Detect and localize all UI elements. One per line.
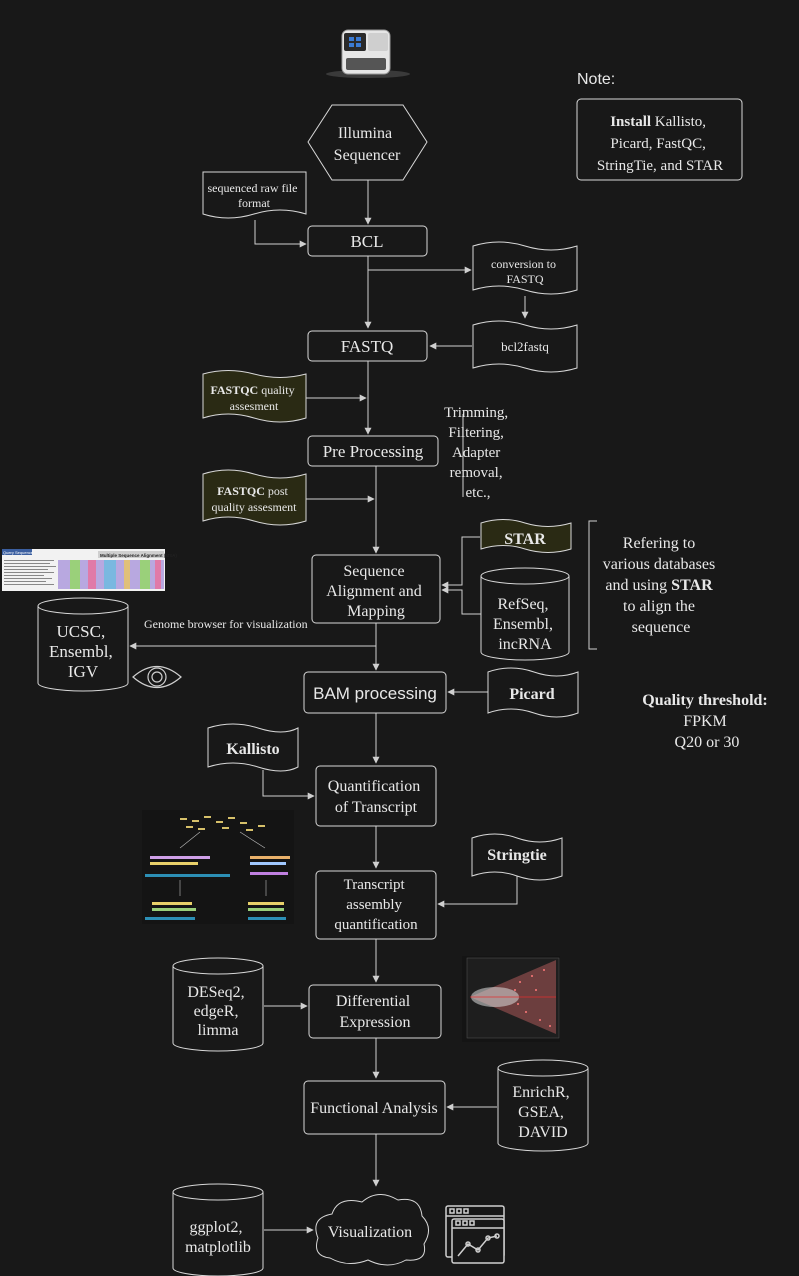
svg-text:Transcript assembly: Transcript assembly quantification <box>334 877 418 933</box>
svg-text:Sequence Alignment and: Sequence Alignment and Mapping <box>326 563 426 620</box>
svg-text:FASTQC quality assesment: FASTQC quality assesment <box>210 383 297 413</box>
svg-text:BAM processing: BAM processing <box>313 684 437 703</box>
svg-text:BCL: BCL <box>350 232 383 251</box>
conversion-node: conversion to FASTQ <box>472 241 578 295</box>
fastqc-quality-node: FASTQC quality assesment <box>202 370 307 423</box>
kallisto-node: Kallisto <box>207 723 299 772</box>
note-text: Install Kallisto, Picard, FastQC, String… <box>597 114 723 174</box>
differential-expression-node: Differential Expression <box>308 984 442 1039</box>
svg-text:STAR: STAR <box>504 531 546 548</box>
msa-thumbnail-image: Query Sequence Multiple Sequence Alignme… <box>2 549 177 591</box>
illumina-sequencer-node: Illumina Sequencer <box>307 104 428 181</box>
svg-text:FASTQ: FASTQ <box>341 337 394 356</box>
quality-threshold-annotation: Quality threshold: FPKM Q20 or 30 <box>642 692 772 751</box>
preprocessing-node: Pre Processing <box>307 435 439 467</box>
bam-processing-node: BAM processing <box>303 671 447 714</box>
svg-text:sequenced raw file forma: sequenced raw file format <box>208 181 301 210</box>
functional-analysis-node: Functional Analysis <box>303 1080 446 1135</box>
svg-text:UCSC, Ensembl, IGV: UCSC, Ensembl, IGV <box>49 622 117 681</box>
connectors <box>129 180 529 1234</box>
alignment-node: Sequence Alignment and Mapping <box>311 554 441 624</box>
svg-text:Quantification of Transc: Quantification of Transcript <box>328 778 424 816</box>
note-heading: Note: <box>577 71 615 88</box>
transcript-assembly-node: Transcript assembly quantification <box>315 870 437 940</box>
svg-text:conversion to FASTQ: conversion to FASTQ <box>491 257 559 286</box>
genome-browser-label: Genome browser for visualization <box>144 617 308 631</box>
ucsc-database-node: UCSC, Ensembl, IGV <box>37 597 129 692</box>
svg-text:Pre Processing: Pre Processing <box>323 442 424 461</box>
bcl2fastq-node: bcl2fastq <box>472 320 578 373</box>
raw-file-format-node: sequenced raw file format <box>202 171 307 219</box>
eye-icon <box>132 665 182 689</box>
rnaseq-reads-thumbnail-image <box>142 810 294 924</box>
ma-plot-thumbnail-image <box>462 956 560 1042</box>
star-node: STAR <box>480 519 572 553</box>
svg-text:Kallisto: Kallisto <box>226 741 279 758</box>
fastqc-post-node: FASTQC post quality assesment <box>202 469 307 526</box>
sequencer-machine-icon <box>326 29 410 78</box>
deseq2-tools-node: DESeq2, edgeR, limma <box>172 957 264 1052</box>
ggplot-tools-node: ggplot2, matplotlib <box>172 1183 264 1276</box>
bcl-node: BCL <box>307 225 428 257</box>
svg-text:Functional Analysis: Functional Analysis <box>310 1100 438 1117</box>
svg-text:Multiple Sequence Alignment (M: Multiple Sequence Alignment (MSA) <box>100 553 177 558</box>
svg-text:Visualization: Visualization <box>328 1224 412 1241</box>
fastq-node: FASTQ <box>307 330 428 362</box>
trimming-annotation: Trimming, Filtering, Adapter removal, et… <box>444 405 512 501</box>
svg-text:FASTQC post quality asse: FASTQC post quality assesment <box>212 484 298 514</box>
svg-text:ggplot2, matplotlib: ggplot2, matplotlib <box>185 1219 251 1256</box>
svg-text:Illumina Sequencer: Illumina Sequencer <box>334 125 401 164</box>
svg-text:Differential Expression: Differential Expression <box>336 993 414 1031</box>
refseq-database-node: RefSeq, Ensembl, incRNA <box>480 567 570 661</box>
bracket-line <box>588 520 597 650</box>
enrichr-tools-node: EnrichR, GSEA, DAVID <box>497 1059 589 1152</box>
svg-text:bcl2fastq: bcl2fastq <box>501 339 549 354</box>
svg-text:DESeq2, edgeR, lim: DESeq2, edgeR, limma <box>187 984 248 1039</box>
visualization-node: Visualization <box>315 1194 429 1266</box>
svg-text:RefSeq, Ensembl, i: RefSeq, Ensembl, incRNA <box>493 596 557 653</box>
svg-text:EnrichR, GSEA, DAV: EnrichR, GSEA, DAVID <box>512 1084 573 1141</box>
svg-text:Picard: Picard <box>509 686 554 703</box>
svg-text:Query Sequence: Query Sequence <box>3 550 34 555</box>
svg-text:Stringtie: Stringtie <box>487 847 547 864</box>
chart-window-icon <box>445 1205 505 1264</box>
note-box <box>576 98 743 181</box>
refering-annotation: Refering to various databases and using … <box>603 535 719 636</box>
picard-node: Picard <box>487 667 579 718</box>
stringtie-node: Stringtie <box>471 833 563 881</box>
quantification-node: Quantification of Transcript <box>315 765 437 827</box>
